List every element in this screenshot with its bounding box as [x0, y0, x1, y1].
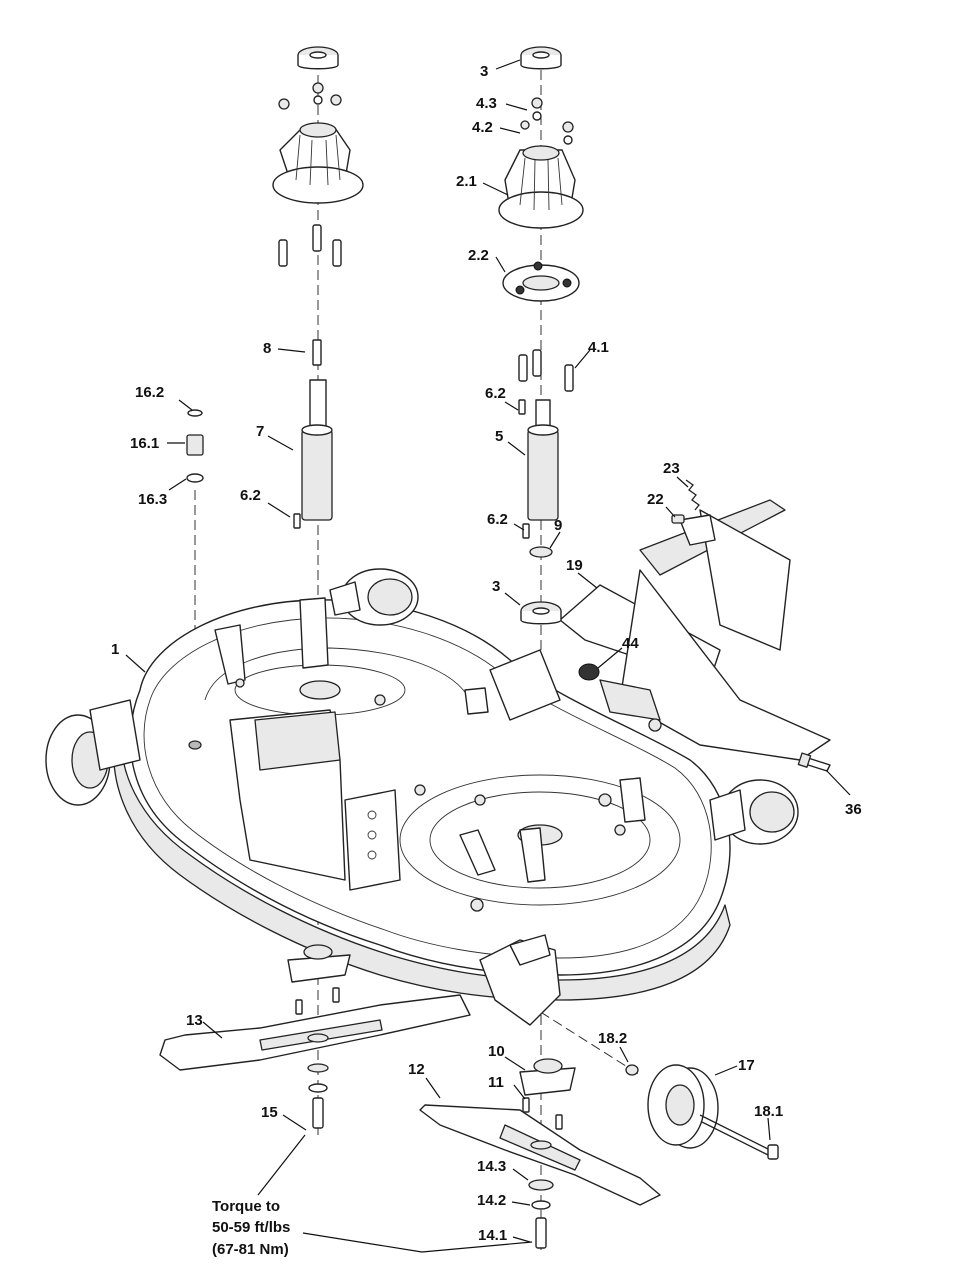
callout-22: 22 [647, 491, 664, 508]
callout-14-2: 14.2 [477, 1192, 506, 1209]
callout-12: 12 [408, 1061, 425, 1078]
callout-18-1: 18.1 [754, 1103, 783, 1120]
callout-11: 11 [488, 1074, 504, 1091]
callout-36: 36 [845, 801, 862, 818]
callout-19: 19 [566, 557, 583, 574]
callout-5: 5 [495, 428, 503, 445]
spring-and-pin [671, 479, 700, 524]
spindle-shafts [293, 339, 562, 625]
callout-leader-lines [125, 59, 851, 1253]
callout-3-top: 3 [480, 63, 488, 80]
hitch-bolt [797, 752, 831, 772]
callout-4-3: 4.3 [476, 95, 497, 112]
torque-note-line-2: 50-59 ft/lbs [212, 1219, 290, 1236]
mower-blades [159, 994, 661, 1206]
callout-6-2-upper: 6.2 [485, 385, 506, 402]
torque-note: Torque to 50-59 ft/lbs (67-81 Nm) [212, 1198, 290, 1258]
callout-labels: 3 4.3 4.2 2.1 2.2 4.1 8 16.2 16.1 16.3 7… [111, 63, 862, 1244]
callout-8: 8 [263, 340, 271, 357]
callout-6-2-left: 6.2 [240, 487, 261, 504]
mower-deck-shell [113, 597, 731, 1001]
callout-10: 10 [488, 1043, 505, 1060]
torque-note-line-1: Torque to [212, 1198, 280, 1215]
callout-23: 23 [663, 460, 680, 477]
callout-4-2: 4.2 [472, 119, 493, 136]
callout-3-lower: 3 [492, 578, 500, 595]
callout-16-3: 16.3 [138, 491, 167, 508]
hitch-arm-assembly [479, 499, 831, 1026]
torque-note-line-3: (67-81 Nm) [212, 1241, 289, 1258]
callout-17: 17 [738, 1057, 755, 1074]
callout-15: 15 [261, 1104, 278, 1121]
callout-13: 13 [186, 1012, 203, 1029]
callout-2-1: 2.1 [456, 173, 477, 190]
callout-16-2: 16.2 [135, 384, 164, 401]
grease-fitting-assembly [186, 409, 204, 483]
callout-6-2-lower: 6.2 [487, 511, 508, 528]
lower-bearing-blocks [287, 944, 576, 1153]
callout-4-1: 4.1 [588, 339, 609, 356]
callout-1: 1 [111, 641, 119, 658]
callout-14-1: 14.1 [478, 1227, 507, 1244]
callout-7: 7 [256, 423, 264, 440]
deck-gauge-wheels [45, 568, 799, 845]
callout-18-2: 18.2 [598, 1030, 627, 1047]
callout-44: 44 [622, 635, 639, 652]
right-spindle-assembly [498, 46, 584, 392]
left-spindle-assembly [272, 46, 364, 267]
callout-16-1: 16.1 [130, 435, 159, 452]
callout-2-2: 2.2 [468, 247, 489, 264]
rear-roller-wheel [625, 1064, 779, 1160]
callout-9: 9 [554, 517, 562, 534]
callout-14-3: 14.3 [477, 1158, 506, 1175]
blade-bolts-and-washers [307, 1063, 554, 1249]
